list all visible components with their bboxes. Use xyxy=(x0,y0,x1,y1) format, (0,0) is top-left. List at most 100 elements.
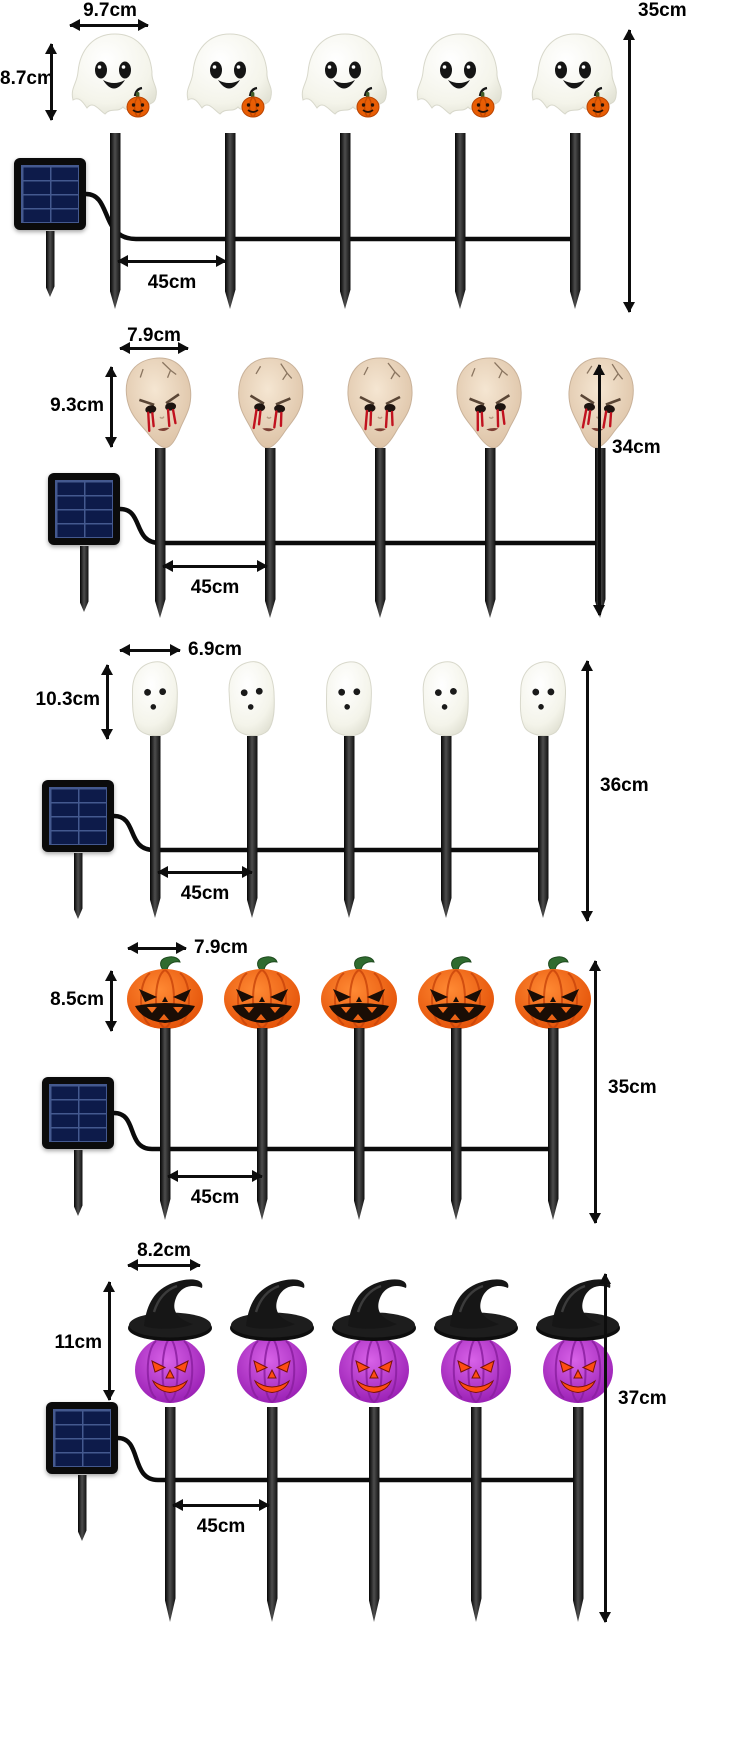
stake-light-unit xyxy=(124,659,186,918)
ground-stake xyxy=(547,1028,559,1220)
ground-stake xyxy=(470,1407,482,1622)
head-height-label: 11cm xyxy=(54,1332,102,1353)
head-height-arrow xyxy=(105,366,117,448)
stake-light-unit xyxy=(293,30,397,309)
total-height-arrow xyxy=(593,364,605,616)
total-height-arrow xyxy=(623,29,635,313)
stake-light-unit xyxy=(408,30,512,309)
head-width-arrow xyxy=(119,342,189,354)
head-height-arrow xyxy=(101,664,113,740)
mini-ghost-head xyxy=(121,656,190,741)
stake-light-unit xyxy=(118,355,202,618)
solar-panel xyxy=(42,1077,114,1216)
solar-cells xyxy=(53,1409,111,1467)
head-width-arrow xyxy=(127,1259,201,1271)
solar-panel-frame xyxy=(14,158,86,230)
stake-spacing-label: 45cm xyxy=(147,272,197,293)
ground-stake xyxy=(266,1407,278,1622)
stake-light-unit xyxy=(222,1270,322,1622)
stake-spacing-label: 45cm xyxy=(190,1187,240,1208)
stake-light-unit xyxy=(324,1270,424,1622)
stake-spacing-arrow xyxy=(162,560,268,572)
stake-light-unit xyxy=(338,355,422,618)
doll-head xyxy=(444,352,536,455)
ground-stake xyxy=(569,133,581,309)
stake-light-unit xyxy=(178,30,282,309)
pumpkin-head xyxy=(220,955,304,1031)
pumpkin-head xyxy=(317,955,401,1031)
total-height-label: 35cm xyxy=(638,0,687,21)
stake-spacing-arrow xyxy=(117,255,227,267)
head-width-arrow xyxy=(69,19,149,31)
stake-light-unit xyxy=(318,659,380,918)
total-height-label: 34cm xyxy=(612,437,661,458)
witch-pumpkin-head xyxy=(120,1270,220,1410)
pumpkin-head xyxy=(511,955,595,1031)
total-height-arrow xyxy=(581,660,593,922)
ground-stake xyxy=(454,133,466,309)
ground-stake xyxy=(353,1028,365,1220)
power-cable xyxy=(83,191,578,242)
stake-light-unit xyxy=(511,955,595,1220)
ground-stake xyxy=(109,133,121,309)
head-height-label: 8.5cm xyxy=(50,989,104,1010)
head-width-label: 8.2cm xyxy=(137,1240,191,1261)
ground-stake xyxy=(339,133,351,309)
stake-light-unit xyxy=(512,659,574,918)
ghost-pumpkin-head xyxy=(63,30,167,136)
head-height-label: 10.3cm xyxy=(35,689,100,710)
head-height-label: 9.3cm xyxy=(50,395,104,416)
ground-stake xyxy=(224,133,236,309)
stake-light-unit xyxy=(528,1270,628,1622)
stake-light-unit xyxy=(414,955,498,1220)
stake-light-unit xyxy=(523,30,627,309)
ground-stake xyxy=(374,448,386,618)
power-cable xyxy=(111,1110,556,1152)
solar-panel xyxy=(42,780,114,919)
witch-pumpkin-head xyxy=(426,1270,526,1410)
row-witch-pumpkin-lights: 8.2cm 11cm 37cm 45cm xyxy=(0,1240,750,1762)
ground-stake xyxy=(537,736,549,918)
ghost-pumpkin-head xyxy=(178,30,282,136)
row-ghost-pumpkin-lights: 9.7cm 8.7cm 35cm 45cm xyxy=(0,0,750,332)
head-height-arrow xyxy=(45,43,57,121)
solar-panel-stake xyxy=(45,231,55,297)
head-height-arrow xyxy=(103,1281,115,1401)
ground-stake xyxy=(440,736,452,918)
stake-light-unit xyxy=(123,955,207,1220)
solar-panel-stake xyxy=(79,546,89,612)
witch-pumpkin-head xyxy=(528,1270,628,1410)
head-height-arrow xyxy=(105,970,117,1032)
solar-cells xyxy=(49,787,107,845)
ghost-pumpkin-head xyxy=(293,30,397,136)
ghost-pumpkin-head xyxy=(523,30,627,136)
total-height-arrow xyxy=(599,1273,611,1623)
stake-spacing-arrow xyxy=(172,1499,270,1511)
solar-panel xyxy=(14,158,86,297)
mini-ghost-head xyxy=(413,657,479,740)
solar-panel-frame xyxy=(48,473,120,545)
mini-ghost-head xyxy=(220,658,285,740)
head-width-arrow xyxy=(119,644,181,656)
mini-ghost-head xyxy=(314,656,384,742)
ground-stake xyxy=(484,448,496,618)
ground-stake xyxy=(154,448,166,618)
ground-stake xyxy=(149,736,161,918)
doll-head xyxy=(112,350,209,457)
ground-stake xyxy=(246,736,258,918)
head-height-label: 8.7cm xyxy=(0,68,54,89)
doll-head xyxy=(225,352,315,454)
ground-stake xyxy=(159,1028,171,1220)
row-pumpkin-lights: 7.9cm 8.5cm 35cm 45cm xyxy=(0,935,750,1235)
stake-light-unit xyxy=(415,659,477,918)
stake-spacing-arrow xyxy=(167,1170,263,1182)
stake-light-unit xyxy=(221,659,283,918)
ground-stake xyxy=(343,736,355,918)
solar-panel-stake xyxy=(77,1475,87,1541)
witch-pumpkin-head xyxy=(324,1270,424,1410)
head-width-label: 6.9cm xyxy=(188,639,242,660)
ground-stake xyxy=(368,1407,380,1622)
stake-light-unit xyxy=(448,355,532,618)
stake-light-unit xyxy=(426,1270,526,1622)
